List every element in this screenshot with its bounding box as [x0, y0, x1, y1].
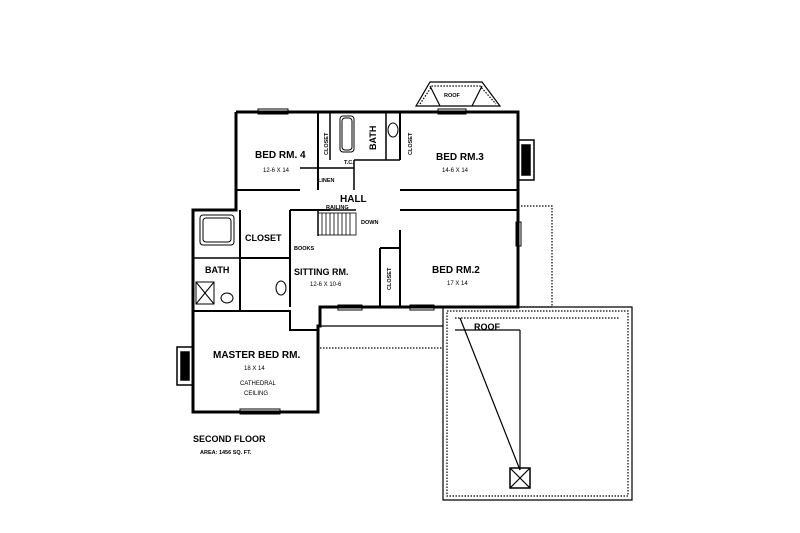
bed4-name: BED RM. 4 — [255, 150, 306, 161]
chimneys — [176, 139, 535, 386]
plan-title: SECOND FLOOR — [193, 434, 266, 444]
hall-name: HALL — [340, 194, 367, 205]
tc-label: T.C. — [344, 160, 354, 166]
windows — [239, 108, 522, 415]
closet-label-bed2: CLOSET — [387, 267, 393, 290]
closet-label-right: CLOSET — [408, 132, 414, 155]
fixtures — [195, 115, 399, 305]
master-note2: CEILING — [244, 391, 268, 397]
closet-main-name: CLOSET — [245, 233, 282, 243]
sitting-dim: 12-6 X 10-6 — [310, 282, 342, 288]
down-label: DOWN — [361, 220, 378, 226]
master-note1: CATHEDRAL — [240, 381, 277, 387]
roof-main-label: ROOF — [474, 322, 501, 332]
sitting-name: SITTING RM. — [294, 267, 349, 277]
roof-label-small: ROOF — [444, 93, 461, 99]
books-label: BOOKS — [294, 246, 315, 252]
closet-label-left: CLOSET — [324, 132, 330, 155]
walls — [191, 110, 520, 414]
bed2-dim: 17 X 14 — [447, 281, 468, 287]
bed4-dim: 12-6 X 14 — [263, 168, 290, 174]
plan-area: AREA: 1456 SQ. FT. — [200, 450, 252, 456]
bed3-dim: 14-6 X 14 — [442, 168, 469, 174]
master-name: MASTER BED RM. — [213, 350, 300, 361]
master-dim: 18 X 14 — [244, 366, 265, 372]
bed2-name: BED RM.2 — [432, 265, 480, 276]
stairs — [317, 212, 357, 236]
bed3-name: BED RM.3 — [436, 152, 484, 163]
roof-areas — [320, 81, 633, 501]
linen-label: LINEN — [318, 178, 335, 184]
bath-master-name: BATH — [205, 265, 229, 275]
railing-label: RAILING — [326, 205, 349, 211]
bath-upper-name: BATH — [368, 126, 378, 150]
